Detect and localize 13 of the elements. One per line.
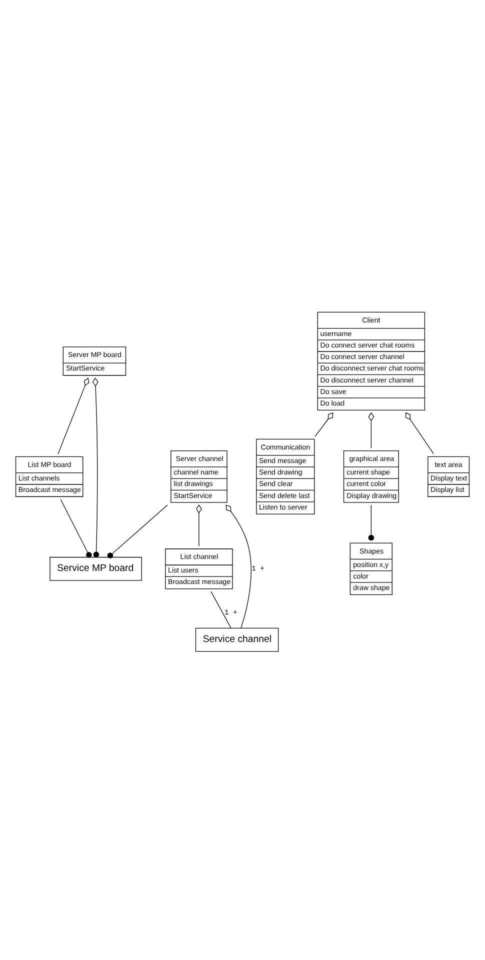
connector bbox=[405, 412, 434, 454]
connector bbox=[58, 377, 90, 454]
connector bbox=[210, 590, 232, 628]
connector bbox=[196, 504, 202, 546]
connector bbox=[107, 504, 168, 558]
connector bbox=[60, 498, 92, 558]
connector bbox=[92, 377, 100, 557]
node-box: Service MP board bbox=[50, 556, 142, 580]
node-box: Service channel bbox=[195, 627, 279, 652]
connector bbox=[314, 412, 334, 436]
connector bbox=[226, 504, 252, 628]
connector bbox=[368, 412, 374, 448]
connector bbox=[368, 504, 374, 540]
